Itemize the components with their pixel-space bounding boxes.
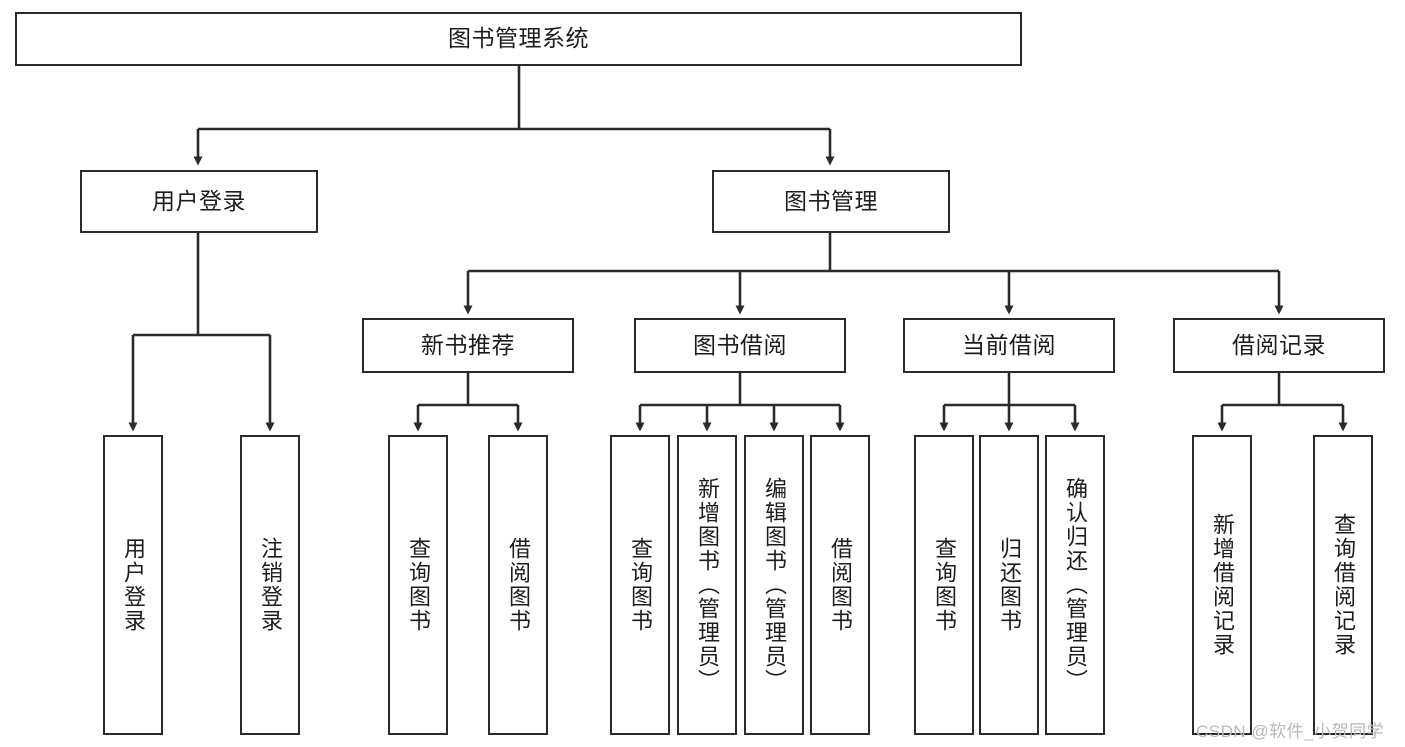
node-book-manage[interactable]: 图书管理 (712, 170, 950, 233)
leaf-add-book[interactable]: 新增图书（管理员） (677, 435, 737, 735)
leaf-return-book-label: 归还图书 (996, 537, 1022, 633)
leaf-add-record-label: 新增借阅记录 (1209, 513, 1235, 657)
leaf-borrow-book-2[interactable]: 借阅图书 (810, 435, 870, 735)
leaf-edit-book[interactable]: 编辑图书（管理员） (744, 435, 804, 735)
leaf-query-book-1[interactable]: 查询图书 (388, 435, 448, 735)
leaf-user-logout[interactable]: 注销登录 (240, 435, 300, 735)
leaf-add-record[interactable]: 新增借阅记录 (1192, 435, 1252, 735)
node-book-borrow[interactable]: 图书借阅 (634, 318, 846, 373)
leaf-user-login-label: 用户登录 (120, 537, 146, 633)
leaf-borrow-book-2-label: 借阅图书 (827, 537, 853, 633)
node-new-book-recommend-label: 新书推荐 (421, 331, 515, 358)
node-current-borrow-label: 当前借阅 (962, 331, 1056, 358)
leaf-borrow-book-1[interactable]: 借阅图书 (488, 435, 548, 735)
leaf-borrow-book-1-label: 借阅图书 (505, 537, 531, 633)
leaf-query-book-1-label: 查询图书 (405, 537, 431, 633)
leaf-user-login[interactable]: 用户登录 (103, 435, 163, 735)
leaf-confirm-return[interactable]: 确认归还（管理员） (1045, 435, 1105, 735)
node-user-login[interactable]: 用户登录 (80, 170, 318, 233)
leaf-edit-book-label: 编辑图书（管理员） (761, 477, 787, 693)
leaf-user-logout-label: 注销登录 (257, 537, 283, 633)
node-book-manage-label: 图书管理 (784, 187, 878, 214)
leaf-add-book-label: 新增图书（管理员） (694, 477, 720, 693)
leaf-query-book-2[interactable]: 查询图书 (610, 435, 670, 735)
node-borrow-record-label: 借阅记录 (1232, 331, 1326, 358)
node-user-login-label: 用户登录 (152, 187, 246, 214)
leaf-query-book-3[interactable]: 查询图书 (914, 435, 974, 735)
node-new-book-recommend[interactable]: 新书推荐 (362, 318, 574, 373)
node-root-label: 图书管理系统 (448, 25, 589, 52)
watermark-text: CSDN @软件_小贺同学 (1196, 722, 1385, 741)
node-root[interactable]: 图书管理系统 (15, 12, 1022, 66)
leaf-query-book-2-label: 查询图书 (627, 537, 653, 633)
leaf-query-record[interactable]: 查询借阅记录 (1313, 435, 1373, 735)
leaf-query-record-label: 查询借阅记录 (1330, 513, 1356, 657)
leaf-confirm-return-label: 确认归还（管理员） (1062, 477, 1088, 693)
node-borrow-record[interactable]: 借阅记录 (1173, 318, 1385, 373)
node-book-borrow-label: 图书借阅 (693, 331, 787, 358)
leaf-query-book-3-label: 查询图书 (931, 537, 957, 633)
node-current-borrow[interactable]: 当前借阅 (903, 318, 1115, 373)
leaf-return-book[interactable]: 归还图书 (979, 435, 1039, 735)
